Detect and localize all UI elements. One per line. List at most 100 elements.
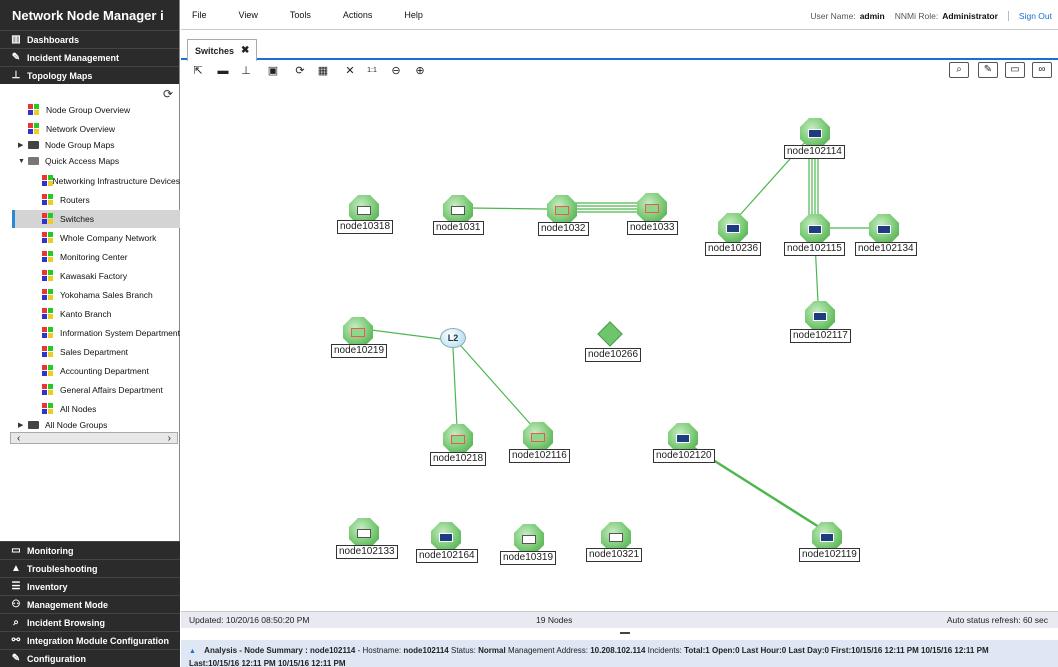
map-node-label[interactable]: node102133 — [336, 545, 398, 559]
zoom-out-icon[interactable]: ⊖ — [391, 65, 401, 77]
tree-item-networking-infrastructure-devices[interactable]: Networking Infrastructure Devices — [12, 172, 180, 190]
map-node-node10219[interactable] — [343, 317, 373, 347]
fit-to-window-icon[interactable]: ✕ — [345, 65, 355, 77]
tree-item-label: Monitoring Center — [60, 252, 128, 262]
expanded-arrow-icon[interactable]: ▼ — [18, 157, 25, 165]
highlight-icon[interactable]: ✎ — [978, 62, 998, 78]
map-node-label[interactable]: node102119 — [799, 548, 860, 562]
tree-item-node-group-maps[interactable]: ▶Node Group Maps — [18, 136, 180, 154]
tree-item-all-node-groups[interactable]: ▶All Node Groups — [18, 416, 180, 434]
hierarchy-icon[interactable]: ⊥ — [241, 65, 251, 77]
menu-file[interactable]: File — [192, 9, 207, 20]
map-node-node102119[interactable] — [812, 522, 842, 552]
map-node-label[interactable]: node102116 — [509, 449, 570, 463]
tree-item-network-overview[interactable]: Network Overview — [18, 120, 180, 138]
map-node-label[interactable]: node10266 — [585, 348, 642, 362]
search-icon[interactable]: ⌕ — [949, 62, 969, 78]
close-tab-icon[interactable]: ✖ — [241, 45, 250, 56]
tab-switches[interactable]: Switches ✖ — [187, 39, 258, 61]
map-node-label[interactable]: node10321 — [586, 548, 643, 562]
topology-map-canvas[interactable]: node10318 node1031 node1032 node1033 node102… — [181, 82, 1058, 610]
scroll-left-icon[interactable]: ‹ — [17, 432, 21, 444]
collapsed-arrow-icon[interactable]: ▶ — [18, 142, 24, 149]
map-node-label[interactable]: node1032 — [538, 222, 589, 236]
menu-view[interactable]: View — [238, 9, 258, 20]
map-node-node102117[interactable] — [805, 301, 835, 331]
map-node-node10218[interactable] — [443, 424, 473, 454]
map-node-node10319[interactable] — [514, 524, 544, 554]
map-node-node102116[interactable] — [523, 422, 553, 452]
map-node-node1033[interactable] — [637, 193, 667, 223]
map-node-label[interactable]: node10218 — [430, 452, 487, 466]
category-incident-management[interactable]: ✎Incident Management — [0, 48, 179, 66]
map-node-node102115[interactable] — [800, 214, 830, 244]
menu-tools[interactable]: Tools — [289, 9, 311, 20]
map-node-label[interactable]: node102134 — [855, 242, 917, 256]
map-node-label[interactable]: node1031 — [433, 221, 484, 235]
open-new-window-icon[interactable]: ⇱ — [193, 65, 203, 77]
map-node-node10236[interactable] — [718, 213, 748, 243]
category-topology-maps[interactable]: ⊥Topology Maps — [0, 66, 179, 84]
map-node-label[interactable]: node10236 — [705, 242, 762, 256]
category-integration-module-configuration[interactable]: ⚯Integration Module Configuration — [0, 631, 180, 649]
map-node-label[interactable]: node1033 — [627, 221, 678, 235]
tree-item-sales-department[interactable]: Sales Department — [12, 343, 180, 361]
tree-horizontal-scrollbar[interactable]: ‹ › — [10, 432, 178, 444]
map-node-node102120[interactable] — [668, 423, 698, 453]
tree-item-quick-access-maps[interactable]: ▼Quick Access Maps — [18, 152, 180, 170]
tree-item-accounting-department[interactable]: Accounting Department — [12, 362, 180, 380]
map-node-node1031[interactable] — [443, 195, 473, 225]
tree-item-switches[interactable]: Switches — [12, 210, 180, 228]
map-node-label[interactable]: node10219 — [331, 344, 388, 358]
map-node-label[interactable]: node102114 — [784, 145, 845, 159]
map-node-label[interactable]: node102115 — [784, 242, 845, 256]
tree-item-monitoring-center[interactable]: Monitoring Center — [12, 248, 180, 266]
map-node-node102114[interactable] — [800, 118, 830, 148]
menu-help[interactable]: Help — [404, 9, 423, 20]
category-inventory[interactable]: ☰Inventory — [0, 577, 180, 595]
refresh-map-icon[interactable]: ⟳ — [295, 65, 305, 77]
open-folder-icon[interactable]: ▬ — [217, 65, 229, 77]
map-icon — [42, 175, 53, 187]
category-dashboards[interactable]: ▥Dashboards — [0, 30, 179, 48]
map-node-node102133[interactable] — [349, 518, 379, 548]
actual-size-icon[interactable]: 1:1 — [367, 67, 377, 74]
l2-cloud-icon[interactable]: L2 — [440, 328, 466, 348]
tree-item-general-affairs-department[interactable]: General Affairs Department — [12, 381, 180, 399]
map-node-label[interactable]: node102120 — [653, 449, 715, 463]
tree-item-kanto-branch[interactable]: Kanto Branch — [12, 305, 180, 323]
map-node-node102164[interactable] — [431, 522, 461, 552]
scroll-right-icon[interactable]: › — [167, 432, 171, 444]
menu-actions[interactable]: Actions — [342, 9, 373, 20]
map-node-node1032[interactable] — [547, 195, 577, 225]
category-configuration[interactable]: ✎Configuration — [0, 649, 180, 667]
collapsed-arrow-icon[interactable]: ▶ — [18, 422, 24, 429]
map-node-label[interactable]: node10319 — [500, 551, 557, 565]
map-node-label[interactable]: node102117 — [790, 329, 851, 343]
tree-item-kawasaki-factory[interactable]: Kawasaki Factory — [12, 267, 180, 285]
link-l2-node10218 — [452, 347, 458, 428]
zoom-in-icon[interactable]: ⊕ — [415, 65, 425, 77]
category-incident-browsing[interactable]: ⌕Incident Browsing — [0, 613, 180, 631]
category-monitoring[interactable]: ▭Monitoring — [0, 541, 180, 559]
binoculars-icon[interactable]: ∞ — [1032, 62, 1052, 78]
sign-out-link[interactable]: Sign Out — [1007, 11, 1058, 21]
panel-splitter[interactable] — [620, 632, 630, 634]
comment-icon[interactable]: ▭ — [1005, 62, 1025, 78]
expand-analysis-icon[interactable]: ▲ — [189, 648, 196, 655]
status-poll-icon[interactable]: ▦ — [317, 65, 329, 77]
map-node-node102134[interactable] — [869, 214, 899, 244]
tree-item-node-group-overview[interactable]: Node Group Overview — [18, 101, 180, 119]
map-node-label[interactable]: node10318 — [337, 220, 394, 234]
tree-item-information-system-department[interactable]: Information System Department — [12, 324, 180, 342]
category-management-mode[interactable]: ⚇Management Mode — [0, 595, 180, 613]
save-icon[interactable]: ▣ — [267, 65, 279, 77]
category-troubleshooting[interactable]: ▲Troubleshooting — [0, 559, 180, 577]
map-node-node10321[interactable] — [601, 522, 631, 552]
tree-item-whole-company-network[interactable]: Whole Company Network — [12, 229, 180, 247]
tree-item-routers[interactable]: Routers — [12, 191, 180, 209]
refresh-icon[interactable]: ⟳ — [162, 87, 173, 101]
tree-item-all-nodes[interactable]: All Nodes — [12, 400, 180, 418]
tree-item-yokohama-sales-branch[interactable]: Yokohama Sales Branch — [12, 286, 180, 304]
map-node-label[interactable]: node102164 — [416, 549, 478, 563]
